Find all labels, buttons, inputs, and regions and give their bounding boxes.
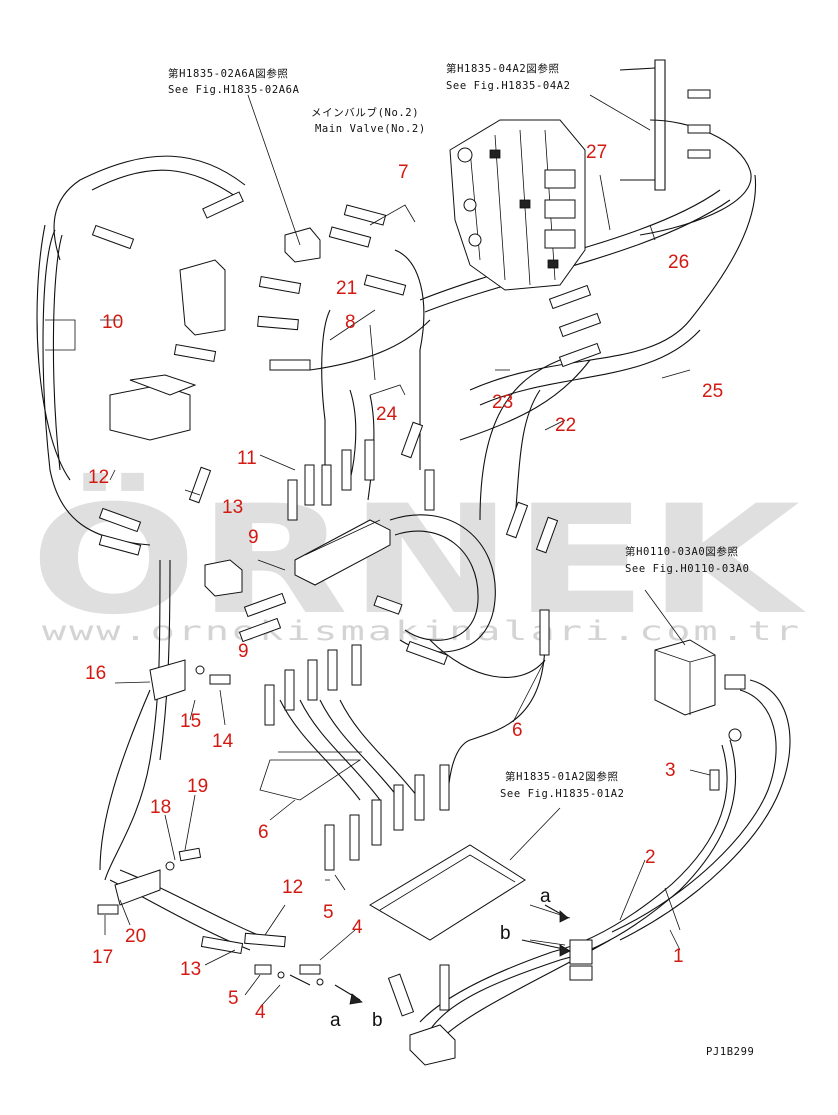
drawing-code: PJ1B299 (706, 1046, 754, 1058)
callout-3: 3 (665, 760, 676, 781)
callout-21: 21 (336, 278, 357, 299)
callout-7: 7 (398, 162, 409, 183)
callout-10: 10 (102, 312, 123, 333)
ref-03a0-jp: 第H0110-03A0図参照 (625, 545, 739, 558)
right-valve-block (654, 639, 746, 742)
callout-5-bottom: 5 (228, 988, 239, 1009)
callout-17: 17 (92, 947, 113, 968)
flow-labels: a b a b (330, 886, 551, 1031)
callout-13-bottom: 13 (180, 959, 201, 980)
callout-23: 23 (492, 392, 513, 413)
central-manifold (294, 519, 391, 586)
flow-label-b-right: b (500, 923, 511, 944)
flow-label-a-right: a (540, 886, 551, 907)
figure-references: 第H1835-02A6A図参照 See Fig.H1835-02A6A 第H18… (168, 62, 754, 1058)
callout-24: 24 (376, 404, 398, 425)
callout-15: 15 (180, 711, 201, 732)
callout-5-top: 5 (323, 902, 334, 923)
main-valve (449, 119, 586, 291)
callout-6-right: 6 (512, 720, 523, 741)
bottom-clamp (409, 939, 593, 1066)
callout-9-upper: 9 (248, 527, 259, 548)
watermark-url: www.ornekismakinalari.com.tr (42, 616, 802, 647)
callout-25: 25 (702, 381, 723, 402)
leader-lines (100, 94, 711, 1006)
callout-22: 22 (555, 415, 576, 436)
callout-4-bottom: 4 (255, 1002, 266, 1023)
ref-01a2-jp: 第H1835-01A2図参照 (505, 770, 619, 783)
callout-11: 11 (237, 448, 257, 469)
callout-8: 8 (345, 312, 356, 333)
ref-02a6a-en: See Fig.H1835-02A6A (168, 84, 300, 96)
flow-label-b-bottom: b (372, 1010, 383, 1031)
callout-12-top: 12 (88, 467, 109, 488)
callout-9-lower: 9 (238, 641, 249, 662)
callout-12-bottom: 12 (282, 877, 303, 898)
left-valve-blocks (109, 227, 321, 597)
callout-14: 14 (212, 731, 234, 752)
callout-20: 20 (125, 926, 146, 947)
fittings (91, 191, 720, 1017)
flow-label-a-bottom: a (330, 1010, 341, 1031)
ref-01a2-en: See Fig.H1835-01A2 (500, 788, 625, 800)
part-callouts: 7 21 8 10 27 26 24 23 25 22 11 12 13 9 9… (85, 142, 723, 1023)
main-valve-en: Main Valve(No.2) (315, 123, 426, 135)
callout-18: 18 (150, 797, 171, 818)
callout-4-top: 4 (352, 917, 363, 938)
callout-2: 2 (645, 847, 656, 868)
watermark: ÖRNEK www.ornekismakinalari.com.tr (30, 472, 806, 648)
ref-04a2-jp: 第H1835-04A2図参照 (446, 62, 560, 75)
hose-bracket-top-right (619, 59, 711, 191)
callout-16: 16 (85, 663, 106, 684)
callout-13-top: 13 (222, 497, 243, 518)
callout-19: 19 (187, 776, 208, 797)
ref-02a6a-jp: 第H1835-02A6A図参照 (168, 67, 289, 80)
callout-1: 1 (673, 946, 684, 967)
callout-6-left: 6 (258, 822, 269, 843)
flow-arrows (289, 904, 571, 1005)
mounting-plate (369, 844, 526, 941)
main-valve-jp: メインバルブ(No.2) (311, 106, 419, 119)
callout-27: 27 (586, 142, 607, 163)
ref-04a2-en: See Fig.H1835-04A2 (446, 80, 571, 92)
callout-26: 26 (668, 252, 689, 273)
ref-03a0-en: See Fig.H0110-03A0 (625, 563, 750, 575)
